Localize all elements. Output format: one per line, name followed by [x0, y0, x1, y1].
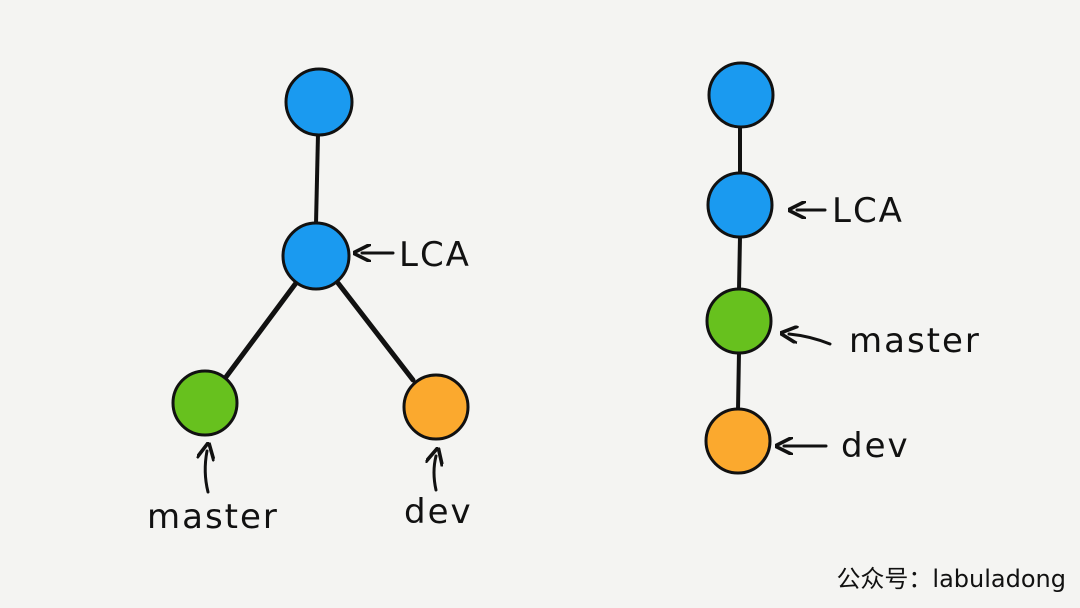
left-master-label: master — [147, 497, 279, 537]
left-dev-label: dev — [404, 492, 473, 532]
right-dev-node — [704, 407, 772, 475]
left-lca-node — [281, 221, 351, 291]
right-chain: LCA master dev — [704, 61, 981, 475]
left-dev-node — [402, 373, 470, 441]
left-dev-arrow — [434, 456, 436, 492]
right-root-node — [707, 61, 775, 129]
left-master-node — [171, 369, 239, 437]
right-master-label: master — [849, 321, 981, 361]
left-tree: LCA master dev — [147, 67, 473, 537]
right-dev-label: dev — [841, 426, 910, 466]
left-master-arrow — [205, 451, 208, 494]
right-master-arrow — [789, 334, 832, 346]
footer-watermark: 公众号：labuladong — [836, 565, 1066, 593]
right-edge-3 — [736, 350, 741, 412]
left-edge-lca-master — [223, 280, 299, 380]
right-lca-node — [706, 171, 774, 239]
left-edge-root-lca — [314, 132, 320, 226]
left-lca-label: LCA — [399, 235, 471, 275]
right-edge-2 — [737, 235, 742, 292]
left-root-node — [284, 67, 354, 137]
right-lca-label: LCA — [832, 191, 904, 231]
right-master-node — [705, 287, 773, 355]
left-edge-lca-dev — [335, 280, 416, 383]
